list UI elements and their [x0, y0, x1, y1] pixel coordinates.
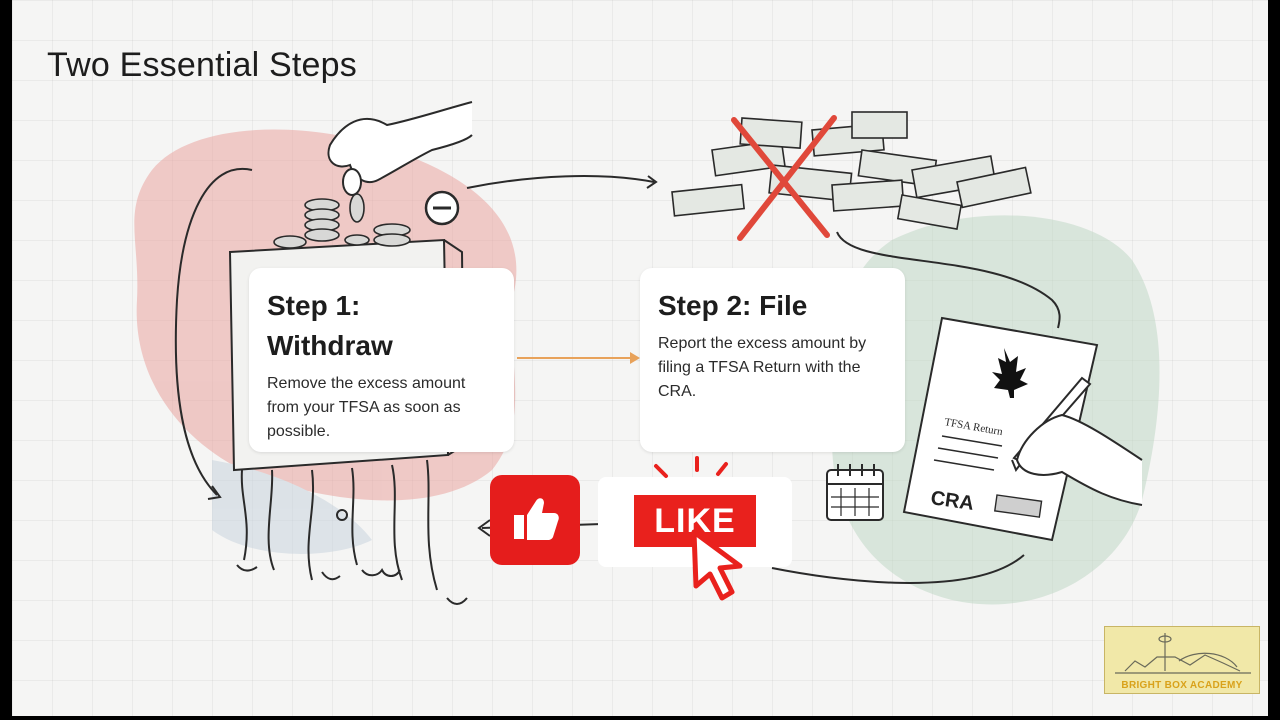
thumbs-up-icon	[514, 498, 559, 540]
step-1-title-line1: Step 1:	[267, 290, 361, 321]
slide: TFSA Return CRA Two Essentia	[12, 0, 1268, 716]
coin-stack-icon	[273, 193, 411, 249]
brand-name: BRIGHT BOX ACADEMY	[1121, 680, 1243, 691]
step-1-description: Remove the excess amount from your TFSA …	[267, 375, 466, 440]
orange-connector	[517, 352, 640, 364]
pen-hand-icon	[1011, 376, 1143, 506]
cross-mark	[731, 115, 837, 241]
page-title: Two Essential Steps	[47, 46, 357, 84]
step-card-withdraw: Step 1: Withdraw Remove the excess amoun…	[249, 268, 514, 452]
step-1-title-line2: Withdraw	[267, 330, 393, 361]
hand-dropping-coins-icon	[327, 101, 473, 196]
like-sparks	[654, 456, 728, 478]
tfsa-return-form: TFSA Return CRA	[902, 316, 1099, 542]
maple-leaf-icon	[992, 348, 1028, 398]
step-2-title: Step 2: File	[658, 290, 808, 321]
brand-logo: BRIGHT BOX ACADEMY	[1104, 626, 1260, 694]
calendar-icon	[826, 464, 884, 521]
skyline-icon	[1115, 633, 1251, 674]
step-card-file: Step 2: File Report the excess amount by…	[640, 268, 905, 452]
thumbs-up-button[interactable]	[490, 475, 580, 565]
step-2-description: Report the excess amount by filing a TFS…	[658, 335, 867, 400]
cursor-pointer-icon	[691, 529, 743, 601]
banknote-pile-icon	[671, 111, 1032, 230]
minus-circle-icon	[424, 190, 460, 226]
